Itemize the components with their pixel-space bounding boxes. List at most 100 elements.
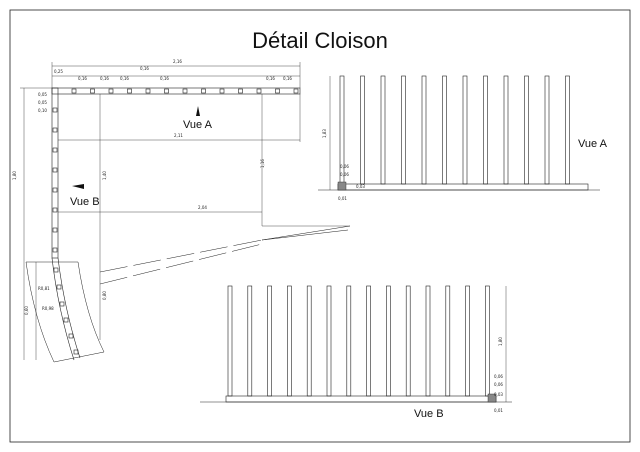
sheet-border bbox=[9, 9, 631, 443]
dim-text: 0,16 bbox=[120, 76, 129, 81]
post bbox=[227, 285, 233, 397]
post bbox=[247, 285, 253, 397]
dim-text: 0,80 bbox=[102, 291, 107, 300]
post bbox=[565, 75, 570, 185]
left-rail bbox=[51, 87, 59, 259]
dim-text: 0,03 bbox=[494, 392, 503, 397]
radius-1-text: R0,81 bbox=[38, 286, 50, 291]
dim-text: 0,06 bbox=[340, 164, 349, 169]
post bbox=[90, 88, 95, 94]
elevation-a bbox=[318, 75, 600, 191]
post bbox=[53, 267, 59, 273]
elevation-b bbox=[200, 285, 512, 403]
dim-text-211: 2,11 bbox=[174, 133, 183, 138]
post bbox=[544, 75, 550, 185]
left-posts bbox=[52, 107, 58, 253]
dim-text: 0,16 bbox=[78, 76, 87, 81]
post bbox=[52, 247, 58, 253]
post bbox=[52, 147, 58, 153]
post bbox=[380, 75, 386, 185]
view-a-label: Vue A bbox=[183, 119, 212, 131]
post bbox=[52, 187, 58, 193]
elevation-b-label: Vue B bbox=[414, 408, 444, 420]
posts-b bbox=[227, 285, 490, 397]
dim-text-left: 1,80 bbox=[12, 171, 17, 180]
dim-text: 1,16 bbox=[260, 159, 265, 168]
post bbox=[421, 75, 427, 185]
post bbox=[275, 88, 280, 94]
view-b-label: Vue B bbox=[70, 196, 100, 208]
post bbox=[52, 227, 58, 233]
dim-text-height-b: 1,80 bbox=[498, 337, 503, 346]
dim-text: 0,06 bbox=[340, 172, 349, 177]
dim-text: 0,05 bbox=[38, 92, 47, 97]
dim-text: 0,06 bbox=[494, 382, 503, 387]
dim-text: 0,05 bbox=[38, 100, 47, 105]
post-foot-a bbox=[337, 181, 347, 191]
post bbox=[366, 285, 371, 397]
dim-text: 0,01 bbox=[338, 196, 347, 201]
post bbox=[52, 127, 58, 133]
post bbox=[182, 88, 188, 94]
curved-rail-outer bbox=[51, 257, 75, 361]
post bbox=[405, 285, 411, 397]
dim-text: 0,16 bbox=[283, 76, 292, 81]
post bbox=[326, 285, 332, 397]
dim-text: 0,03 bbox=[356, 184, 365, 189]
arc-guide-1 bbox=[25, 261, 55, 363]
view-b-arrow-icon bbox=[72, 184, 84, 189]
dim-text: 0,06 bbox=[494, 374, 503, 379]
post-foot-b bbox=[487, 393, 497, 403]
post bbox=[465, 285, 470, 397]
post bbox=[483, 75, 488, 185]
post bbox=[63, 317, 69, 323]
arc-guide-2 bbox=[77, 261, 105, 353]
post bbox=[108, 88, 114, 94]
post bbox=[293, 88, 299, 94]
post bbox=[425, 285, 431, 397]
dim-text: 0,16 bbox=[160, 76, 169, 81]
dim-text: 0,16 bbox=[266, 76, 275, 81]
post bbox=[68, 333, 74, 339]
post bbox=[164, 88, 169, 94]
dim-text: 0,25 bbox=[54, 69, 63, 74]
view-a-arrow-icon bbox=[196, 106, 200, 116]
post bbox=[52, 207, 58, 213]
top-posts bbox=[71, 88, 299, 94]
top-rail bbox=[51, 87, 301, 95]
post bbox=[485, 285, 490, 397]
post bbox=[145, 88, 151, 94]
post bbox=[524, 75, 529, 185]
dim-text-204: 2,04 bbox=[198, 205, 207, 210]
plan-dim-texts: 2,16 0,25 0,16 0,16 0,16 0,16 0,16 0,16 … bbox=[12, 59, 292, 315]
dim-text: 1,40 bbox=[102, 171, 107, 180]
curve-posts bbox=[53, 267, 79, 355]
post bbox=[59, 301, 65, 307]
post bbox=[71, 88, 77, 94]
post bbox=[503, 75, 509, 185]
post bbox=[306, 285, 312, 397]
dim-text: 0,16 bbox=[100, 76, 109, 81]
post bbox=[445, 285, 451, 397]
dim-text-height-a: 1,83 bbox=[322, 129, 327, 138]
post bbox=[462, 75, 468, 185]
page-title: Détail Cloison bbox=[252, 28, 388, 53]
post bbox=[56, 284, 62, 290]
plan-view bbox=[20, 62, 351, 363]
post bbox=[386, 285, 391, 397]
post bbox=[219, 88, 225, 94]
dim-text: 0,16 bbox=[140, 66, 149, 71]
post bbox=[360, 75, 365, 185]
post bbox=[73, 349, 79, 355]
post bbox=[346, 285, 352, 397]
elev-b-texts: 1,80 0,06 0,06 0,03 0,01 bbox=[494, 337, 503, 413]
post bbox=[52, 107, 58, 113]
dim-text-total: 2,16 bbox=[173, 59, 182, 64]
post bbox=[238, 88, 243, 94]
dim-text: 0,10 bbox=[38, 108, 47, 113]
posts-a bbox=[339, 75, 570, 185]
dim-text: 0,60 bbox=[24, 306, 29, 315]
base-rail-b bbox=[225, 395, 497, 403]
